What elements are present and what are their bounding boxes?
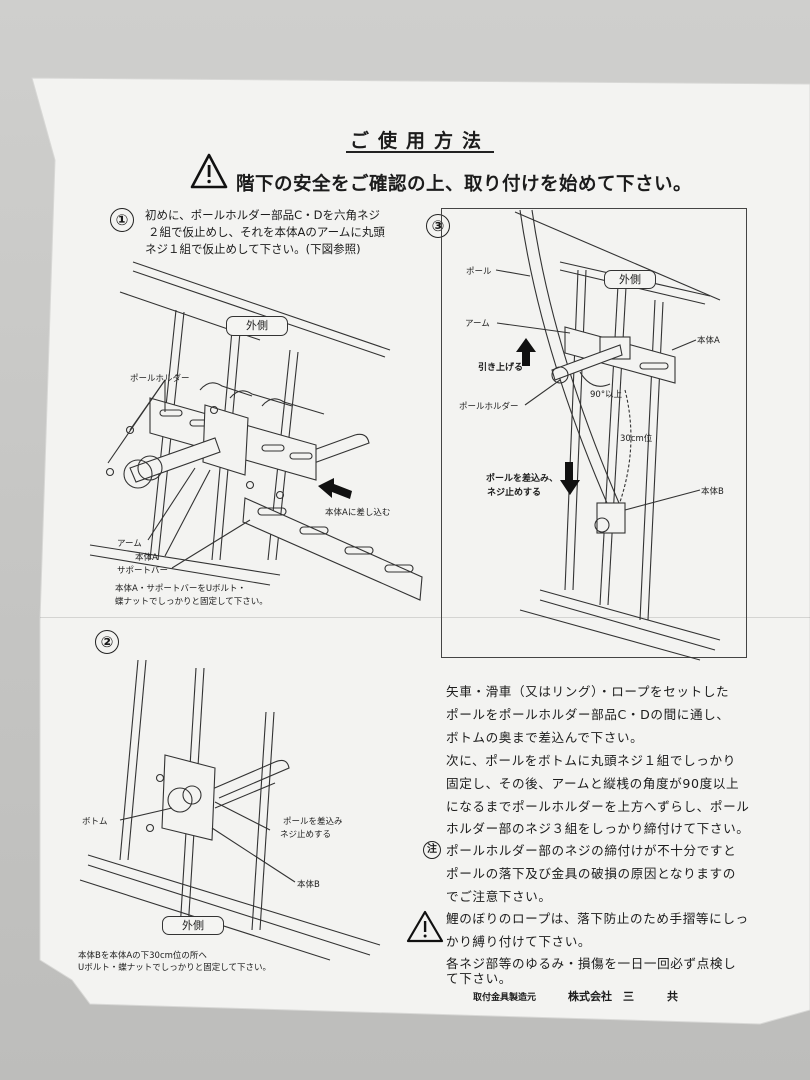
step3-arm-label: アーム (465, 319, 490, 329)
step1-outside-label: 外側 (226, 316, 288, 336)
step1-pole-holder-label: ポールホルダー (130, 374, 190, 384)
arrow-up-icon (516, 338, 536, 366)
instruction-line-3: ボトムの奥まで差込んで下さい。 (446, 730, 644, 745)
step1-support-bar-label: サポートバー (117, 566, 169, 576)
warning-line-2: かり縛り付けて下さい。 (446, 934, 592, 949)
caution-line-3: でご注意下さい。 (446, 889, 552, 904)
warning-line-1: 鯉のぼりのロープは、落下防止のため手摺等にしっ (446, 911, 749, 926)
step3-screw-stop-label: ネジ止めする (487, 488, 542, 498)
step2-note-line-1: 本体Bを本体Aの下30cm位の所へ (78, 951, 207, 961)
page-title: ご使用方法 (350, 130, 491, 152)
step2-outside-label: 外側 (162, 916, 224, 935)
arrow-down-icon (560, 462, 580, 495)
step1-note-line-2: 蝶ナットでしっかりと固定して下さい。 (115, 597, 268, 607)
step2-bottom-label: ボトム (82, 817, 108, 827)
step1-text-line-2: ２組で仮止めし、それを本体Aのアームに丸頭 (148, 225, 385, 239)
step3-insert-pole-label: ポールを差込み、 (486, 474, 559, 484)
step3-frame (441, 208, 747, 658)
step1-insert-label: 本体Aに差し込む (325, 508, 391, 518)
step1-number: ① (110, 208, 134, 232)
step3-body-b-label: 本体B (701, 487, 724, 497)
fold-crease-horizontal (40, 617, 810, 618)
step1-text-line-3: ネジ１組で仮止めして下さい。(下図参照) (145, 242, 361, 256)
instruction-line-1: 矢車・滑車（又はリング）・ロープをセットした (446, 684, 730, 699)
instruction-line-5: 固定し、その後、アームと縦桟の角度が90度以上 (446, 776, 740, 791)
extra-line-2: て下さい。 (446, 971, 512, 986)
safety-headline: 階下の安全をご確認の上、取り付けを始めて下さい。 (236, 174, 693, 195)
step3-pull-up-label: 引き上げる (478, 363, 524, 373)
instruction-line-4: 次に、ポールをボトムに丸頭ネジ１組でしっかり (446, 753, 736, 768)
step1-arm-label: アーム (117, 539, 142, 549)
instruction-line-6: になるまでポールホルダーを上方へずらし、ポール (446, 799, 750, 814)
step3-pole-label: ポール (466, 267, 492, 277)
step3-outside-label: 外側 (604, 270, 656, 289)
caution-line-1: ポールホルダー部のネジの締付けが不十分ですと (446, 843, 737, 858)
step2-screw-stop-label: ネジ止めする (280, 830, 332, 840)
step2-number: ② (95, 630, 119, 654)
step1-text-line-1: 初めに、ポールホルダー部品C・Dを六角ネジ (145, 208, 381, 222)
step2-body-b-label: 本体B (297, 880, 320, 890)
instruction-line-2: ポールをポールホルダー部品C・Dの間に通し、 (446, 707, 730, 722)
title-underline (346, 151, 494, 153)
step3-body-a-label: 本体A (697, 336, 720, 346)
step1-body-a-label: 本体A (135, 553, 158, 563)
company-name: 株式会社 三 共 (568, 990, 678, 1003)
instruction-line-7: ホルダー部のネジ３組をしっかり締付けて下さい。 (446, 821, 750, 836)
caution-line-2: ポールの落下及び金具の破損の原因となりますの (446, 866, 736, 881)
maker-label: 取付金具製造元 (473, 993, 537, 1003)
step3-distance-label: 30cm位 (620, 434, 653, 444)
extra-line-1: 各ネジ部等のゆるみ・損傷を一日一回必ず点検し (446, 956, 737, 971)
arrow-left-icon (318, 478, 352, 499)
step2-insert-pole-label: ポールを差込み (283, 817, 343, 827)
caution-circle-icon: 注 (423, 841, 441, 859)
step1-note-line-1: 本体A・サポートバーをUボルト・ (115, 584, 247, 594)
step2-note-line-2: Uボルト・蝶ナットでしっかりと固定して下さい。 (78, 963, 271, 973)
step3-pole-holder-label: ポールホルダー (459, 402, 519, 412)
step3-angle-label: 90°以上 (590, 390, 623, 400)
